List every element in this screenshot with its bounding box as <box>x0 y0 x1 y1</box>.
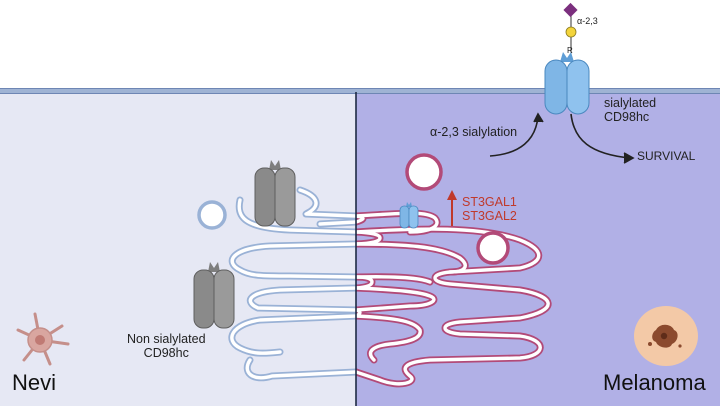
arrows <box>489 112 635 164</box>
melanoma-cell-icon <box>634 306 698 366</box>
melanoma-panel-label: Melanoma <box>603 370 706 395</box>
melanocyte-icon <box>16 312 70 366</box>
galactose-icon <box>565 26 577 38</box>
sialylation-label: α-2,3 sialylation <box>430 125 518 139</box>
glycan-r-label: R <box>567 46 573 55</box>
cd98hc-protein-small-icon <box>399 202 419 229</box>
cd98hc-sialylated-icon <box>544 2 590 115</box>
sialylated-label: sialylated CD98hc <box>604 96 657 125</box>
up-arrow-text: ↑ <box>447 228 448 229</box>
non-sialylated-label: Non sialylated CD98hc <box>127 332 206 361</box>
enzymes-label: ST3GAL1 ST3GAL2 <box>462 195 517 224</box>
cd98hc-protein-icon <box>193 160 296 329</box>
vesicles <box>197 153 510 265</box>
glycan-linkage-label: α-2,3 <box>577 16 598 26</box>
nevi-panel <box>0 92 356 406</box>
nevi-panel-label: Nevi <box>12 370 57 395</box>
survival-arrow <box>570 113 631 159</box>
sialylation-arrow <box>489 115 539 157</box>
cell-membrane <box>0 88 720 94</box>
sialic-acid-icon <box>563 2 578 18</box>
survival-label: SURVIVAL <box>637 149 696 163</box>
